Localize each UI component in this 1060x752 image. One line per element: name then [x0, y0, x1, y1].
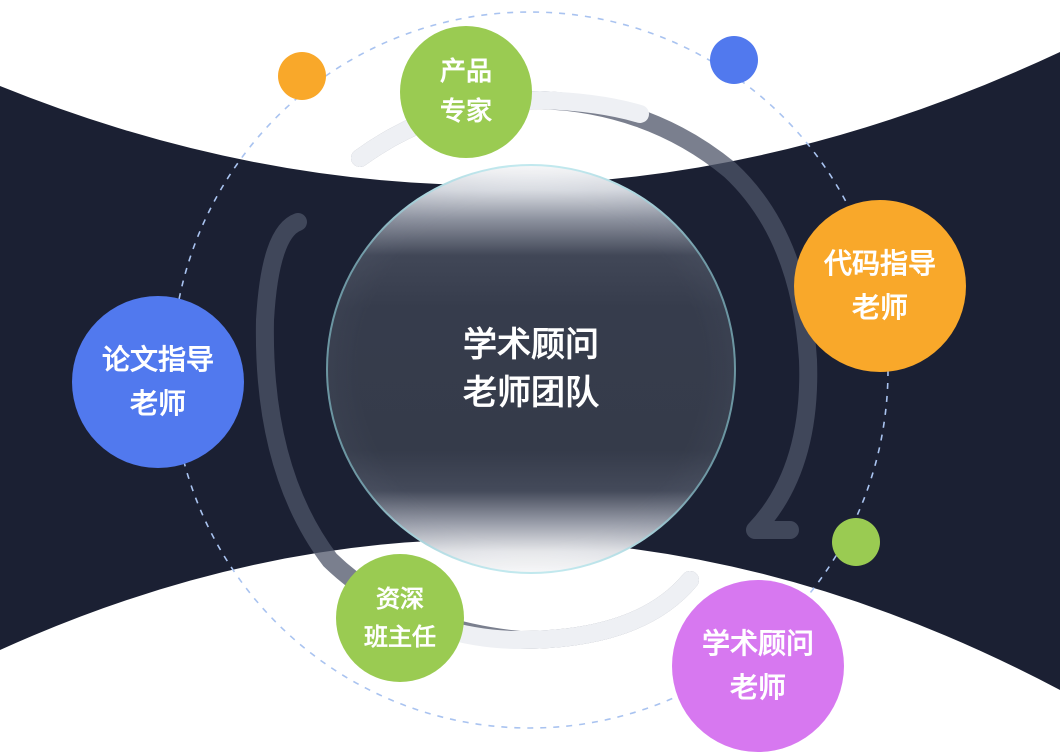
node-code-mentor: 代码指导 老师	[794, 200, 966, 372]
node-academic-advisor: 学术顾问 老师	[672, 580, 844, 752]
green-dot	[832, 518, 880, 566]
node-thesis-mentor-line2: 老师	[129, 387, 186, 420]
center-title-line1: 学术顾问	[463, 325, 599, 365]
node-senior-head-teacher-line2: 班主任	[364, 623, 436, 651]
node-academic-advisor-line2: 老师	[729, 671, 786, 704]
blue-dot	[710, 36, 758, 84]
node-product-expert: 产品 专家	[400, 26, 532, 158]
node-senior-head-teacher-line1: 资深	[376, 585, 424, 613]
orange-dot	[278, 52, 326, 100]
node-thesis-mentor-line1: 论文指导	[101, 343, 214, 376]
center-title-line2: 老师团队	[463, 373, 599, 413]
node-senior-head-teacher: 资深 班主任	[336, 554, 464, 682]
inner-arc-bottom-light	[431, 571, 699, 650]
node-product-expert-line2: 专家	[439, 97, 492, 127]
node-code-mentor-line1: 代码指导	[823, 247, 936, 280]
inner-arc-top-light	[351, 90, 649, 167]
node-code-mentor-line2: 老师	[851, 291, 908, 324]
center-circle: 学术顾问 老师团队	[326, 164, 736, 574]
node-product-expert-line1: 产品	[439, 57, 492, 87]
node-thesis-mentor: 论文指导 老师	[72, 296, 244, 468]
node-academic-advisor-line1: 学术顾问	[701, 627, 814, 660]
